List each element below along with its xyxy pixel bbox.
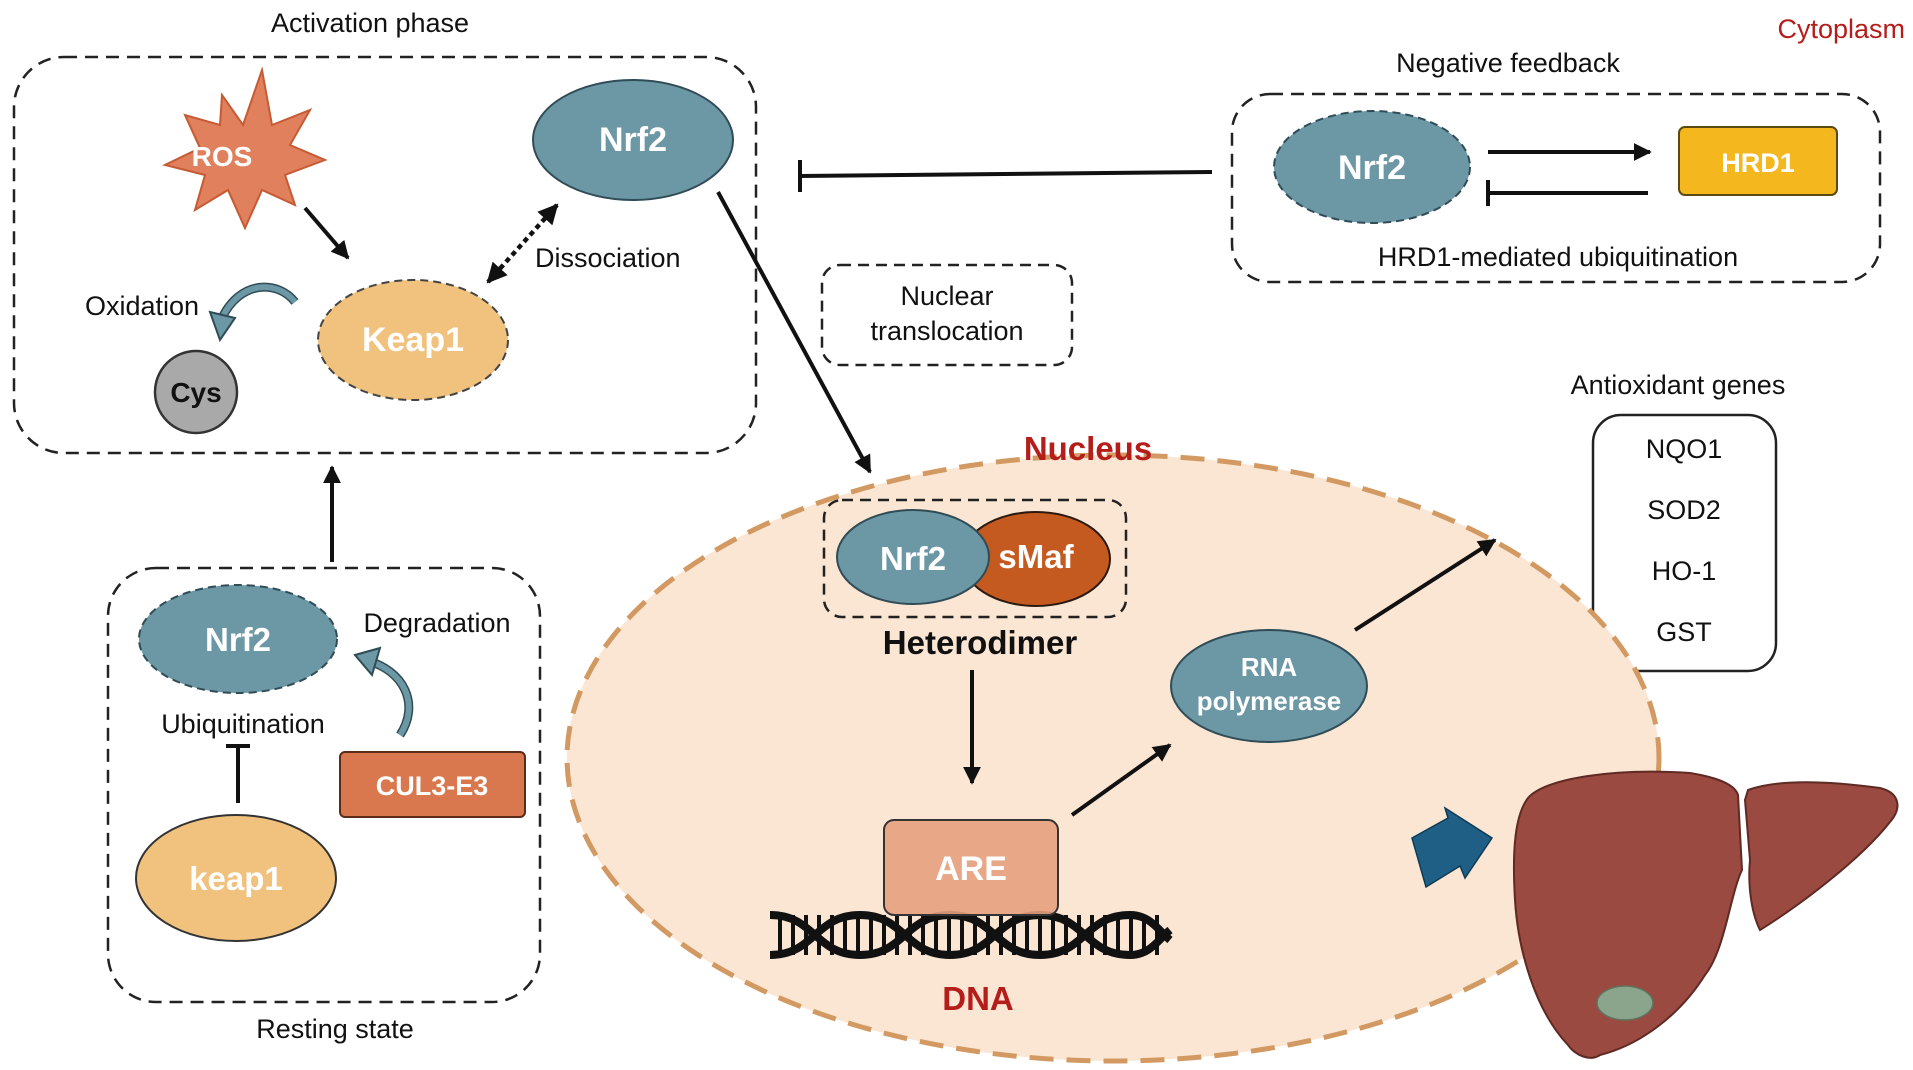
hrd1-label: HRD1 bbox=[1721, 148, 1795, 178]
nrf2-activation-node bbox=[532, 79, 734, 201]
antioxidant-genes-box bbox=[1591, 413, 1778, 673]
nrf2-activation-label: Nrf2 bbox=[599, 121, 667, 159]
nucleus bbox=[564, 452, 1662, 1064]
are-node bbox=[883, 819, 1059, 916]
heterodimer-label: Heterodimer bbox=[883, 624, 1078, 661]
resting-state-label: Resting state bbox=[256, 1014, 414, 1044]
smaf-label: sMaf bbox=[998, 538, 1074, 575]
ros-label: ROS bbox=[192, 141, 253, 172]
activation-phase-label: Activation phase bbox=[271, 8, 469, 38]
heterodimer-box bbox=[822, 498, 1128, 619]
dna-label: DNA bbox=[942, 980, 1014, 1017]
ros-star-icon bbox=[162, 66, 328, 231]
negative-feedback-box bbox=[1230, 92, 1882, 284]
keap1-resting-node bbox=[135, 814, 337, 942]
degradation-label: Degradation bbox=[363, 608, 510, 638]
hrd1-node bbox=[1678, 126, 1838, 196]
nucleus-label: Nucleus bbox=[1024, 430, 1152, 467]
are-to-rna-polymerase-arrow bbox=[1070, 743, 1172, 817]
dna-helix-icon bbox=[769, 910, 1173, 960]
cys-label: Cys bbox=[170, 377, 221, 408]
cys-node bbox=[153, 349, 239, 435]
nuclear-translocation-arrow bbox=[716, 191, 872, 474]
rna-polymerase-line1: RNA bbox=[1241, 652, 1298, 682]
keap1-resting-label: keap1 bbox=[189, 860, 283, 897]
nrf2-heterodimer-label: Nrf2 bbox=[880, 540, 946, 577]
nuclear-translocation-box bbox=[820, 263, 1074, 367]
nrf2-resting-label: Nrf2 bbox=[205, 621, 271, 658]
gene-item: GST bbox=[1656, 617, 1712, 647]
oxidation-label: Oxidation bbox=[85, 291, 199, 321]
liver-icon bbox=[1512, 770, 1899, 1059]
blue-block-arrow-icon bbox=[1411, 806, 1494, 889]
rna-polymerase-node bbox=[1170, 629, 1368, 743]
cul3-e3-node bbox=[339, 751, 526, 818]
ubiquitination-label: Ubiquitination bbox=[161, 709, 325, 739]
nrf2-resting-node bbox=[138, 584, 338, 694]
gene-item: NQO1 bbox=[1646, 434, 1723, 464]
rna-polymerase-to-genes-arrow bbox=[1353, 538, 1497, 632]
activation-phase-box bbox=[12, 55, 758, 455]
antioxidant-genes-title: Antioxidant genes bbox=[1571, 370, 1786, 400]
negative-feedback-label: Negative feedback bbox=[1396, 48, 1620, 78]
nrf2-feedback-label: Nrf2 bbox=[1338, 149, 1406, 187]
nuclear-translocation-line1: Nuclear bbox=[900, 281, 993, 311]
gene-item: SOD2 bbox=[1647, 495, 1721, 525]
rna-polymerase-line2: polymerase bbox=[1197, 686, 1342, 716]
keap1-activation-label: Keap1 bbox=[362, 321, 464, 359]
hrd1-mediated-label: HRD1-mediated ubiquitination bbox=[1378, 242, 1738, 272]
are-label: ARE bbox=[935, 850, 1007, 888]
ros-to-keap1-arrow bbox=[303, 206, 350, 260]
nrf2-heterodimer-node bbox=[836, 509, 990, 605]
negative-feedback-inhibition-line bbox=[799, 170, 1213, 178]
dissociation-label: Dissociation bbox=[535, 243, 681, 273]
resting-state-box bbox=[106, 566, 542, 1004]
cul3-e3-label: CUL3-E3 bbox=[376, 771, 489, 801]
gene-item: HO-1 bbox=[1652, 556, 1717, 586]
cytoplasm-label: Cytoplasm bbox=[1777, 14, 1905, 44]
nuclear-translocation-line2: translocation bbox=[870, 316, 1023, 346]
keap1-activation-node bbox=[317, 279, 509, 401]
nrf2-feedback-node bbox=[1273, 110, 1471, 224]
